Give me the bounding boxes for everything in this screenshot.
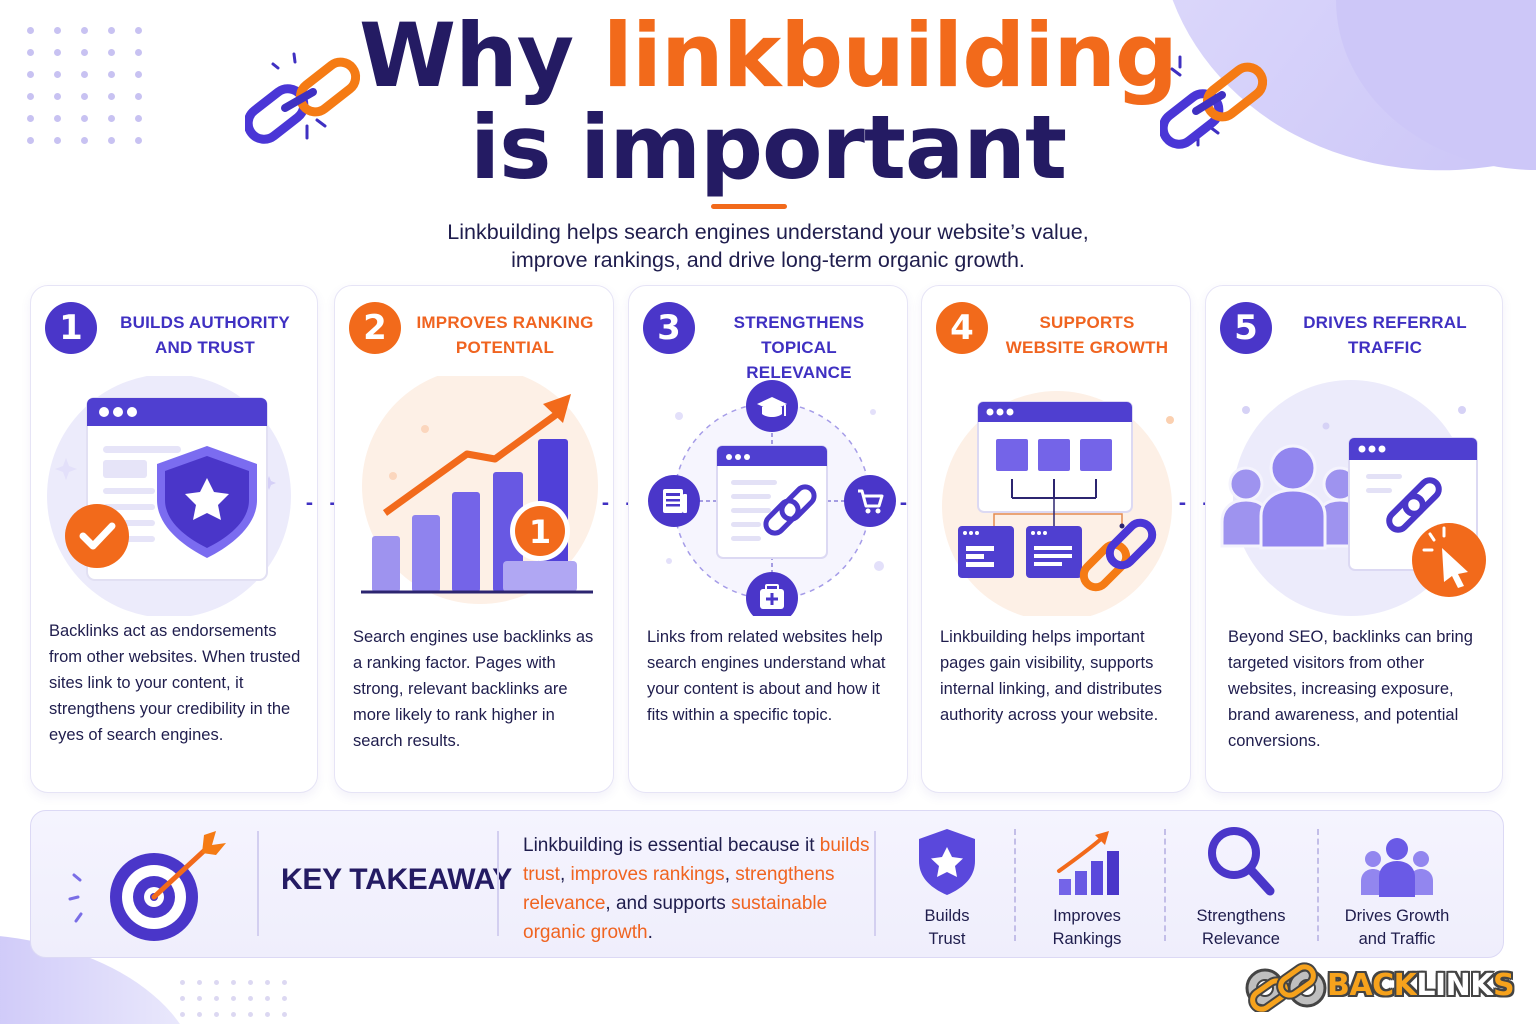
step-number-badge: 2: [349, 302, 401, 354]
people-click-icon: [1220, 380, 1486, 616]
shield-star-icon: [919, 829, 975, 895]
title-text: Why: [359, 4, 603, 107]
brand-name: BACKLINKS: [1327, 968, 1515, 1003]
backlinks-logo: BACKLINKS: [1243, 962, 1515, 1012]
dashed-divider: [1317, 829, 1319, 941]
people-icon: [1361, 838, 1433, 897]
growth-chart-icon: [1057, 831, 1119, 895]
magnifier-icon: [1208, 827, 1275, 896]
bar-chart-growth-icon: 1: [361, 376, 598, 604]
dashed-divider: [1164, 829, 1166, 941]
card-description: Links from related websites help search …: [647, 628, 886, 724]
key-takeaway-text: Linkbuilding is essential because it bui…: [523, 835, 870, 943]
title-underline: [711, 204, 787, 209]
step-number-badge: 5: [1220, 302, 1272, 354]
shield-star-browser-icon: [47, 376, 291, 616]
page-title: Why linkbuilding is important: [0, 10, 1536, 194]
step-number-badge: 3: [643, 302, 695, 354]
broken-chain-link-icon: [1160, 55, 1268, 149]
target-arrow-icon: [68, 831, 226, 941]
chain-gear-logo-icon: [1245, 962, 1327, 1012]
card-description: Linkbuilding helps important pages gain …: [940, 628, 1162, 724]
key-takeaway-label: KEY TAKEAWAY: [281, 863, 512, 896]
title-line-2: is important: [469, 96, 1067, 199]
broken-chain-link-icon: [245, 52, 361, 144]
site-structure-icon: [942, 391, 1174, 616]
divider: [257, 831, 259, 936]
subtitle: Linkbuilding helps search engines unders…: [0, 218, 1536, 274]
key-takeaway-panel: KEY TAKEAWAY Linkbuilding is essential b…: [30, 810, 1504, 958]
divider: [874, 831, 876, 936]
step-number-badge: 1: [45, 302, 97, 354]
divider: [497, 831, 499, 936]
step-number-badge: 4: [936, 302, 988, 354]
card-description: Beyond SEO, backlinks can bring targeted…: [1228, 628, 1473, 750]
dot-grid-top-left: [27, 27, 142, 144]
card-description: Search engines use backlinks as a rankin…: [353, 628, 594, 750]
dashed-divider: [1014, 829, 1016, 941]
title-accent: linkbuilding: [602, 4, 1178, 107]
card-description: Backlinks act as endorsements from other…: [49, 622, 301, 744]
rank-badge-text: 1: [529, 513, 551, 551]
topic-network-icon: [648, 380, 896, 616]
subtitle-line-2: improve rankings, and drive long-term or…: [511, 248, 1025, 272]
dot-grid-bottom: [180, 980, 287, 1017]
subtitle-line-1: Linkbuilding helps search engines unders…: [447, 220, 1089, 244]
